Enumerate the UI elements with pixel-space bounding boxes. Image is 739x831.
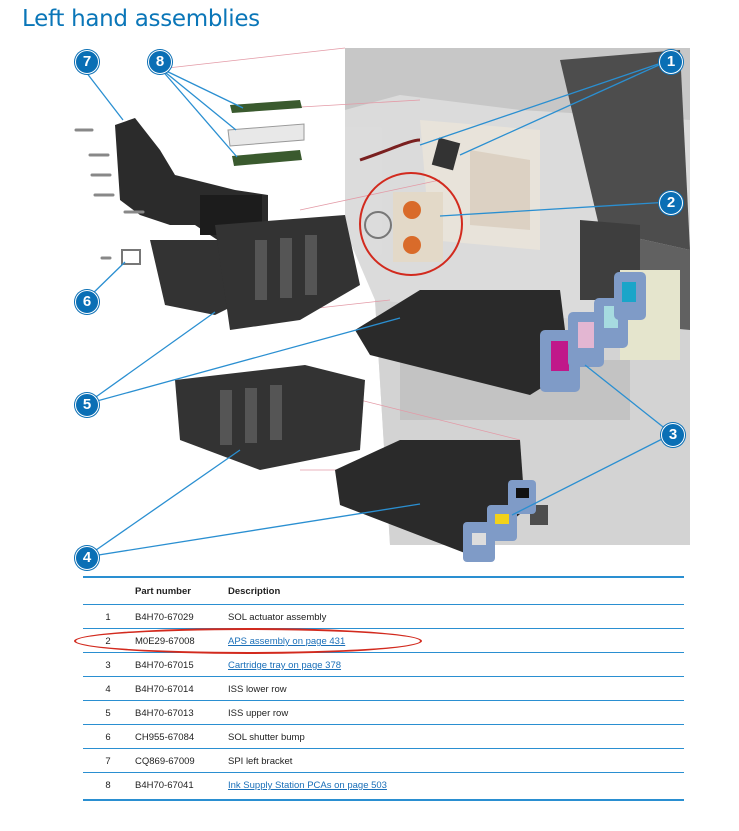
iss-pcas xyxy=(227,100,305,166)
callout-3: 3 xyxy=(661,423,685,447)
table-row: 8 B4H70-67041 Ink Supply Station PCAs on… xyxy=(83,772,684,797)
cartridge-tray-upper xyxy=(355,272,646,395)
row-num: 4 xyxy=(105,684,111,695)
table-bottom-rule xyxy=(83,799,684,801)
header-part-number: Part number xyxy=(135,586,191,597)
sol-actuator xyxy=(359,137,461,171)
table-row: 6 CH955-67084 SOL shutter bump xyxy=(83,724,684,749)
table-row: 4 B4H70-67014 ISS lower row xyxy=(83,676,684,701)
row-desc: SPI left bracket xyxy=(228,756,293,767)
iss-pcas-link[interactable]: Ink Supply Station PCAs on page 503 xyxy=(228,780,387,791)
aps-highlight-circle xyxy=(359,172,463,276)
row-num: 6 xyxy=(105,732,111,743)
row-part: B4H70-67029 xyxy=(135,612,194,623)
callout-1: 1 xyxy=(659,50,683,74)
cartridge-tray-link[interactable]: Cartridge tray on page 378 xyxy=(228,660,342,671)
row-part: CQ869-67009 xyxy=(135,756,195,767)
table-row: 5 B4H70-67013 ISS upper row xyxy=(83,700,684,725)
cartridge-tray-lower xyxy=(335,440,536,562)
row-part: B4H70-67014 xyxy=(135,684,194,695)
row-num: 5 xyxy=(105,708,111,719)
row-part: B4H70-67015 xyxy=(135,660,194,671)
printer-body xyxy=(345,48,690,545)
row-desc: ISS upper row xyxy=(228,708,289,719)
row-num: 7 xyxy=(105,756,111,767)
callout-4: 4 xyxy=(75,546,99,570)
row-desc: ISS lower row xyxy=(228,684,287,695)
aps-assembly xyxy=(364,192,443,262)
row-part: B4H70-67013 xyxy=(135,708,194,719)
callout-8: 8 xyxy=(148,50,172,74)
row-part: CH955-67084 xyxy=(135,732,195,743)
table-row: 3 B4H70-67015 Cartridge tray on page 378 xyxy=(83,652,684,677)
row-num: 1 xyxy=(105,612,111,623)
sol-shutter-bump xyxy=(121,249,141,265)
row-2-highlight-ellipse xyxy=(74,628,422,654)
callout-6: 6 xyxy=(75,290,99,314)
row-desc: SOL actuator assembly xyxy=(228,612,327,623)
table-row: 7 CQ869-67009 SPI left bracket xyxy=(83,748,684,773)
exploded-parts-diagram xyxy=(74,47,690,562)
page-title: Left hand assemblies xyxy=(22,6,260,32)
row-part: B4H70-67041 xyxy=(135,780,194,791)
table-top-rule xyxy=(83,576,684,578)
callout-7: 7 xyxy=(75,50,99,74)
header-description: Description xyxy=(228,586,281,597)
callout-2: 2 xyxy=(659,191,683,215)
row-num: 8 xyxy=(105,780,111,791)
row-desc: SOL shutter bump xyxy=(228,732,305,743)
callout-5: 5 xyxy=(75,393,99,417)
table-row: 1 B4H70-67029 SOL actuator assembly xyxy=(83,604,684,629)
row-num: 3 xyxy=(105,660,111,671)
